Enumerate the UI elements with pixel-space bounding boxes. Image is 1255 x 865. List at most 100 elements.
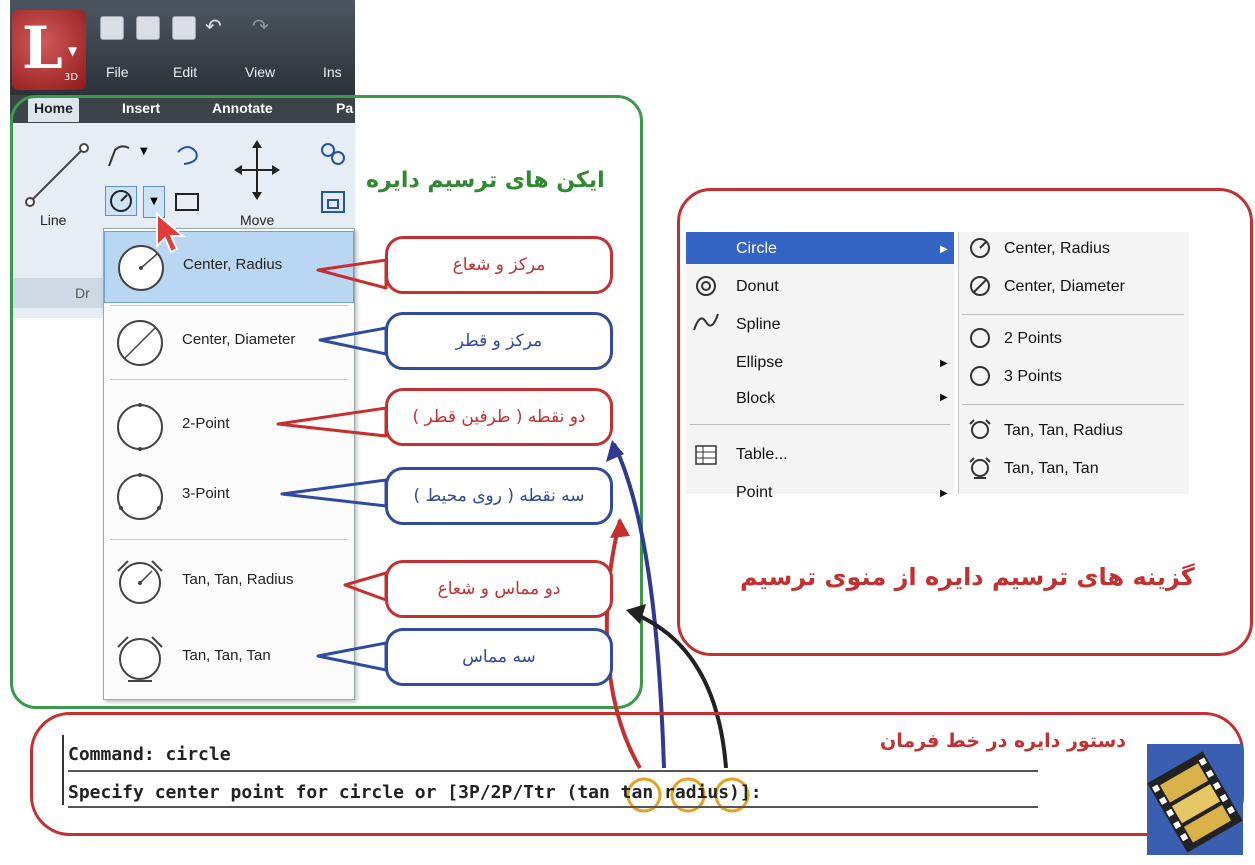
menu-insert[interactable]: Ins — [323, 64, 342, 80]
rectangle-icon[interactable] — [172, 188, 202, 216]
save-icon[interactable] — [172, 16, 196, 40]
circle-submenu — [958, 232, 1189, 494]
menu-file[interactable]: File — [106, 64, 129, 80]
dropdown-item-label: 2-Point — [182, 415, 230, 432]
stretch-icon[interactable] — [318, 188, 348, 216]
menu-item-donut[interactable]: Donut — [736, 278, 779, 295]
dropdown-item-label: Tan, Tan, Radius — [182, 571, 294, 588]
dropdown-item-label: Center, Radius — [183, 256, 283, 273]
polyline-icon[interactable] — [105, 142, 135, 170]
menu-separator — [690, 424, 950, 425]
circle-3-points-icon — [970, 366, 990, 386]
move-button-label: Move — [240, 212, 275, 228]
draw-menu-title: گزینه های ترسیم دایره از منوی ترسیم — [740, 563, 1195, 591]
circle-center-diameter-icon — [970, 276, 990, 296]
dropdown-item-3-point[interactable]: 3-Point — [104, 461, 354, 531]
menu-item-table[interactable]: Table... — [736, 446, 788, 463]
circle-tan-tan-radius-icon — [117, 560, 163, 604]
submenu-item-tan-tan-radius[interactable]: Tan, Tan, Radius — [1004, 422, 1123, 439]
menu-separator — [110, 305, 348, 306]
submenu-item-center-diameter[interactable]: Center, Diameter — [1004, 278, 1125, 295]
move-icon[interactable] — [232, 138, 282, 202]
submenu-item-tan-tan-tan[interactable]: Tan, Tan, Tan — [1004, 460, 1099, 477]
menu-item-ellipse[interactable]: Ellipse — [736, 354, 784, 371]
spline-icon — [693, 313, 719, 331]
app-badge: 3D — [64, 72, 79, 83]
submenu-item-center-radius[interactable]: Center, Radius — [1004, 240, 1110, 257]
submenu-arrow-icon: ▶ — [940, 358, 948, 369]
menu-separator — [962, 314, 1184, 315]
submenu-arrow-icon: ▶ — [940, 244, 948, 255]
menu-separator — [962, 404, 1184, 405]
chevron-down-icon: ▼ — [68, 44, 78, 58]
dropdown-item-label: Center, Diameter — [182, 331, 296, 348]
circle-dropdown-chevron-icon[interactable]: ▼ — [143, 186, 165, 218]
application-button[interactable] — [12, 10, 86, 90]
app-logo-letter: L — [22, 14, 63, 82]
ribbon-icons-frame — [10, 95, 643, 709]
circle-center-radius-icon — [970, 238, 990, 258]
command-line-divider — [68, 770, 1038, 772]
undo-icon[interactable]: ↶ — [205, 14, 222, 38]
tab-home[interactable]: Home — [28, 97, 79, 122]
command-line-window — [62, 735, 1050, 805]
new-file-icon[interactable] — [100, 16, 124, 40]
line-icon[interactable] — [22, 140, 92, 210]
circle-tan-tan-tan-icon — [969, 457, 991, 479]
circle-center-diameter-icon — [117, 320, 163, 366]
draw-menu-frame — [677, 188, 1253, 656]
dropdown-item-center-diameter[interactable]: Center, Diameter — [104, 307, 354, 377]
command-prompt-line[interactable]: Specify center point for circle or [3P/2… — [68, 782, 762, 803]
callout-2-point: دو نقطه ( طرفین قطر ) — [385, 388, 613, 446]
circle-tan-tan-tan-icon — [117, 636, 163, 682]
circle-icon[interactable] — [105, 186, 137, 216]
submenu-arrow-icon: ▶ — [940, 488, 948, 499]
command-line-divider — [68, 806, 1038, 808]
dropdown-item-label: Tan, Tan, Tan — [182, 647, 271, 664]
copy-icon[interactable] — [318, 140, 348, 168]
menu-item-spline[interactable]: Spline — [736, 316, 781, 333]
menu-edit[interactable]: Edit — [173, 64, 198, 80]
dropdown-item-center-radius[interactable]: Center, Radius — [104, 231, 354, 303]
command-history-line: Command: circle — [68, 744, 231, 765]
donut-icon — [696, 276, 716, 296]
callout-3-point: سه نقطه ( روی محیط ) — [385, 467, 613, 525]
chevron-down-icon[interactable]: ▼ — [140, 146, 148, 157]
ribbon-icons-title: ایکن های ترسیم دایره — [366, 168, 605, 193]
dropdown-item-tan-tan-tan[interactable]: Tan, Tan, Tan — [104, 623, 354, 693]
cursor-icon — [156, 212, 186, 254]
menu-item-circle[interactable]: Circle — [736, 240, 777, 257]
submenu-arrow-icon: ▶ — [940, 392, 948, 403]
circle-2-point-icon — [117, 403, 163, 451]
dropdown-item-tan-tan-radius[interactable]: Tan, Tan, Radius — [104, 547, 354, 617]
open-folder-icon[interactable] — [136, 16, 160, 40]
dropdown-item-2-point[interactable]: 2-Point — [104, 391, 354, 461]
line-button-label: Line — [40, 212, 67, 228]
submenu-item-3-points[interactable]: 3 Points — [1004, 368, 1062, 385]
callout-center-diameter: مرکز و قطر — [385, 312, 613, 370]
callout-tan-tan-tan: سه مماس — [385, 628, 613, 686]
submenu-item-2-points[interactable]: 2 Points — [1004, 330, 1062, 347]
panel-title-draw: Dr — [75, 285, 90, 301]
redo-icon[interactable]: ↷ — [252, 14, 269, 38]
dropdown-item-label: 3-Point — [182, 485, 230, 502]
film-reel-icon[interactable] — [1145, 742, 1245, 857]
menu-separator — [110, 539, 348, 540]
circle-center-radius-icon — [118, 245, 164, 291]
circle-3-point-icon — [117, 473, 163, 520]
tab-parametric[interactable]: Pa — [336, 100, 354, 116]
tab-annotate[interactable]: Annotate — [212, 100, 273, 116]
menu-item-circle-highlight[interactable] — [686, 232, 954, 264]
draw-menu — [686, 232, 954, 494]
arc-icon[interactable] — [172, 142, 202, 170]
menu-item-point[interactable]: Point — [736, 484, 773, 501]
menu-view[interactable]: View — [245, 64, 276, 80]
menu-item-block[interactable]: Block — [736, 390, 776, 407]
circle-2-points-icon — [970, 328, 990, 348]
tab-insert[interactable]: Insert — [122, 100, 161, 116]
callout-center-radius: مرکز و شعاع — [385, 236, 613, 294]
circle-tan-tan-radius-icon — [969, 419, 991, 439]
command-line-title: دستور دایره در خط فرمان — [880, 730, 1127, 752]
circle-dropdown-menu: Center, Radius Center, Diameter 2-Point … — [103, 228, 355, 700]
table-icon — [695, 445, 717, 465]
